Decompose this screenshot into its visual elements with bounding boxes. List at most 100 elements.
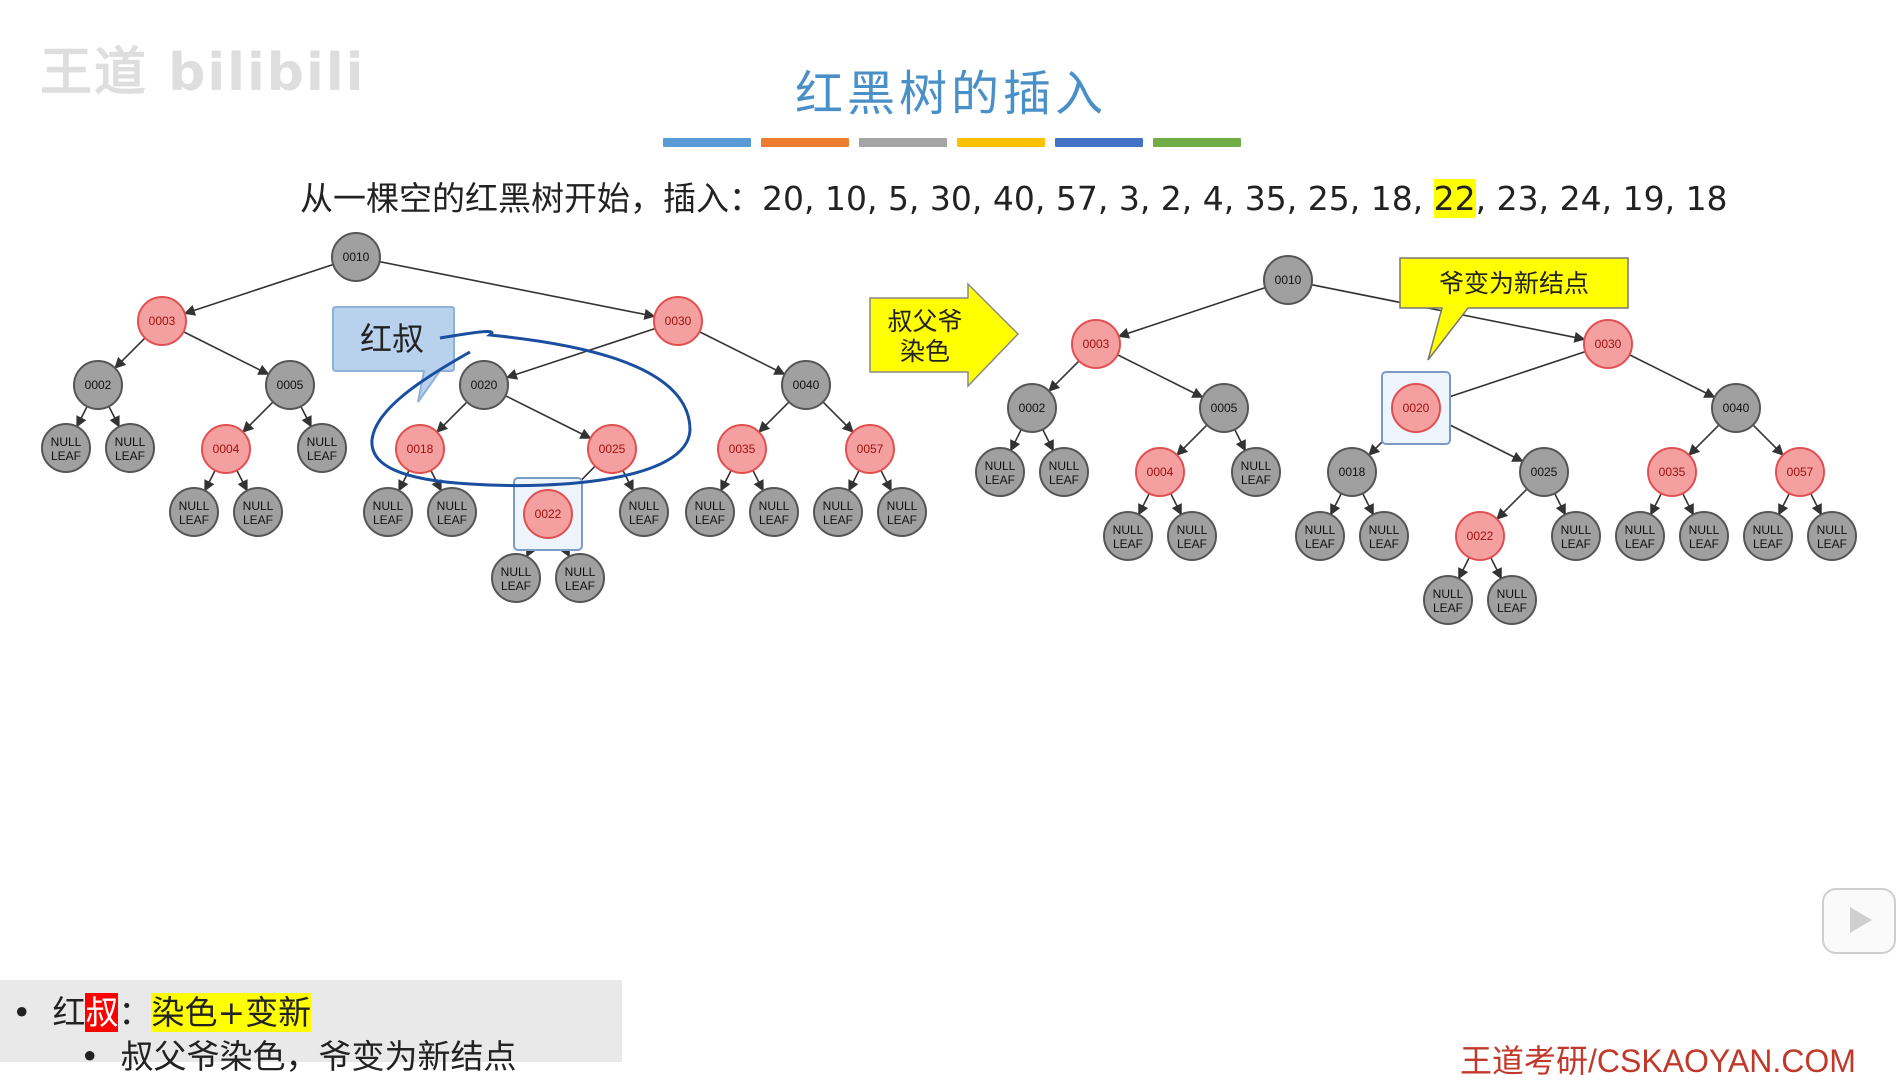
tree-edge [1778,493,1790,516]
tree-node-label: 0057 [1787,465,1814,479]
tree-edge [204,470,216,492]
grandparent-new-callout-text: 爷变为新结点 [1439,269,1589,298]
tree-edge [1688,424,1720,456]
tree-node-label: 0030 [1595,337,1622,351]
null-leaf-label: LEAF [307,449,337,463]
tree-node-0004-red: 0004 [1135,447,1185,497]
tree-edge [505,395,592,439]
color-bar-segment [957,138,1045,147]
note-rule: 染色+变新 [151,993,312,1032]
tree-edge [1752,424,1784,456]
play-icon[interactable] [1822,888,1896,954]
tree-node-label: 0025 [599,442,626,456]
tree-edge [300,406,312,428]
null-leaf-label: LEAF [1689,537,1719,551]
tree-edge [699,331,786,375]
tree-node-label: 0003 [149,314,176,328]
note-bullet-2: • 叔父爷染色，爷变为新结点 [80,1037,517,1076]
null-leaf-label: NULL [1561,523,1592,537]
null-leaf-label: NULL [243,499,274,513]
tree-edge [1437,350,1586,403]
null-leaf-label: LEAF [243,513,273,527]
null-leaf-label: LEAF [1817,537,1847,551]
recolor-arrow-line2: 染色 [900,337,950,366]
tree-edge [1362,493,1374,516]
null-leaf-label: LEAF [373,513,403,527]
tree-node-0025-red: 0025 [587,424,637,474]
note-uncle-word: 叔 [85,993,119,1032]
null-leaf-label: LEAF [823,513,853,527]
recolor-arrow: 叔父爷 染色 [869,282,1020,388]
tree-edge [622,470,634,492]
tree-edge [379,260,656,320]
tree-edge [1138,493,1150,516]
hand-drawn-loop [370,330,692,488]
null-leaf-label: LEAF [1753,537,1783,551]
tree-edge [1330,493,1342,516]
grandparent-new-callout: 爷变为新结点 [1399,257,1629,361]
null-leaf-label: NULL [695,499,726,513]
null-leaf-label: NULL [115,435,146,449]
note-bullet-1: • 红叔：染色+变新 [12,993,312,1032]
null-leaf-label: NULL [887,499,918,513]
null-leaf-label: LEAF [501,579,531,593]
tree-node-label: 0040 [1723,401,1750,415]
tree-node-0057-red: 0057 [845,424,895,474]
tree-edge [1048,360,1080,392]
footer-brand: 王道考研/CSKAOYAN.COM [1460,1043,1856,1079]
tree-node-0010-black: 0010 [331,232,381,282]
tree-node-label: 0004 [1147,465,1174,479]
tree-node-0003-red: 0003 [1071,319,1121,369]
null-leaf-label: LEAF [1369,537,1399,551]
null-leaf-label: NULL [51,435,82,449]
tree-node-label: 0020 [471,378,498,392]
color-bar-segment [1153,138,1241,147]
null-leaf-label: NULL [1817,523,1848,537]
tree-node-label: 0003 [1083,337,1110,351]
tree-edge [752,470,764,492]
tree-node-label: 0010 [1275,273,1302,287]
tree-node-label: 0057 [857,442,884,456]
tree-node-0018-black: 0018 [1327,447,1377,497]
tree-edge [436,401,468,433]
null-leaf-label: LEAF [1305,537,1335,551]
tree-node-label: 0005 [1211,401,1238,415]
tree-node-label: 0002 [1019,401,1046,415]
sequence-suffix: , 23, 24, 19, 18 [1475,179,1728,218]
null-leaf-label: LEAF [51,449,81,463]
tree-node-0035-red: 0035 [1647,447,1697,497]
tree-node-label: 0018 [407,442,434,456]
tree-edge [114,337,146,369]
tree-node-0025-black: 0025 [1519,447,1569,497]
tree-edge [822,401,854,433]
null-leaf-label: LEAF [1625,537,1655,551]
null-leaf-label: NULL [179,499,210,513]
color-bar-segment [761,138,849,147]
color-bar-segment [859,138,947,147]
tree-node-label: 0035 [1659,465,1686,479]
null-leaf-label: NULL [1433,587,1464,601]
tree-node-label: 0022 [535,507,562,521]
tree-edge [76,406,88,428]
tree-node-label: 0002 [85,378,112,392]
tree-node-label: 0025 [1531,465,1558,479]
tree-node-0040-black: 0040 [1711,383,1761,433]
tree-edge [183,331,270,375]
null-leaf-label: NULL [823,499,854,513]
null-leaf-label: LEAF [1497,601,1527,615]
note-red-prefix: 红 [52,993,86,1032]
tree-edge [1458,557,1470,580]
